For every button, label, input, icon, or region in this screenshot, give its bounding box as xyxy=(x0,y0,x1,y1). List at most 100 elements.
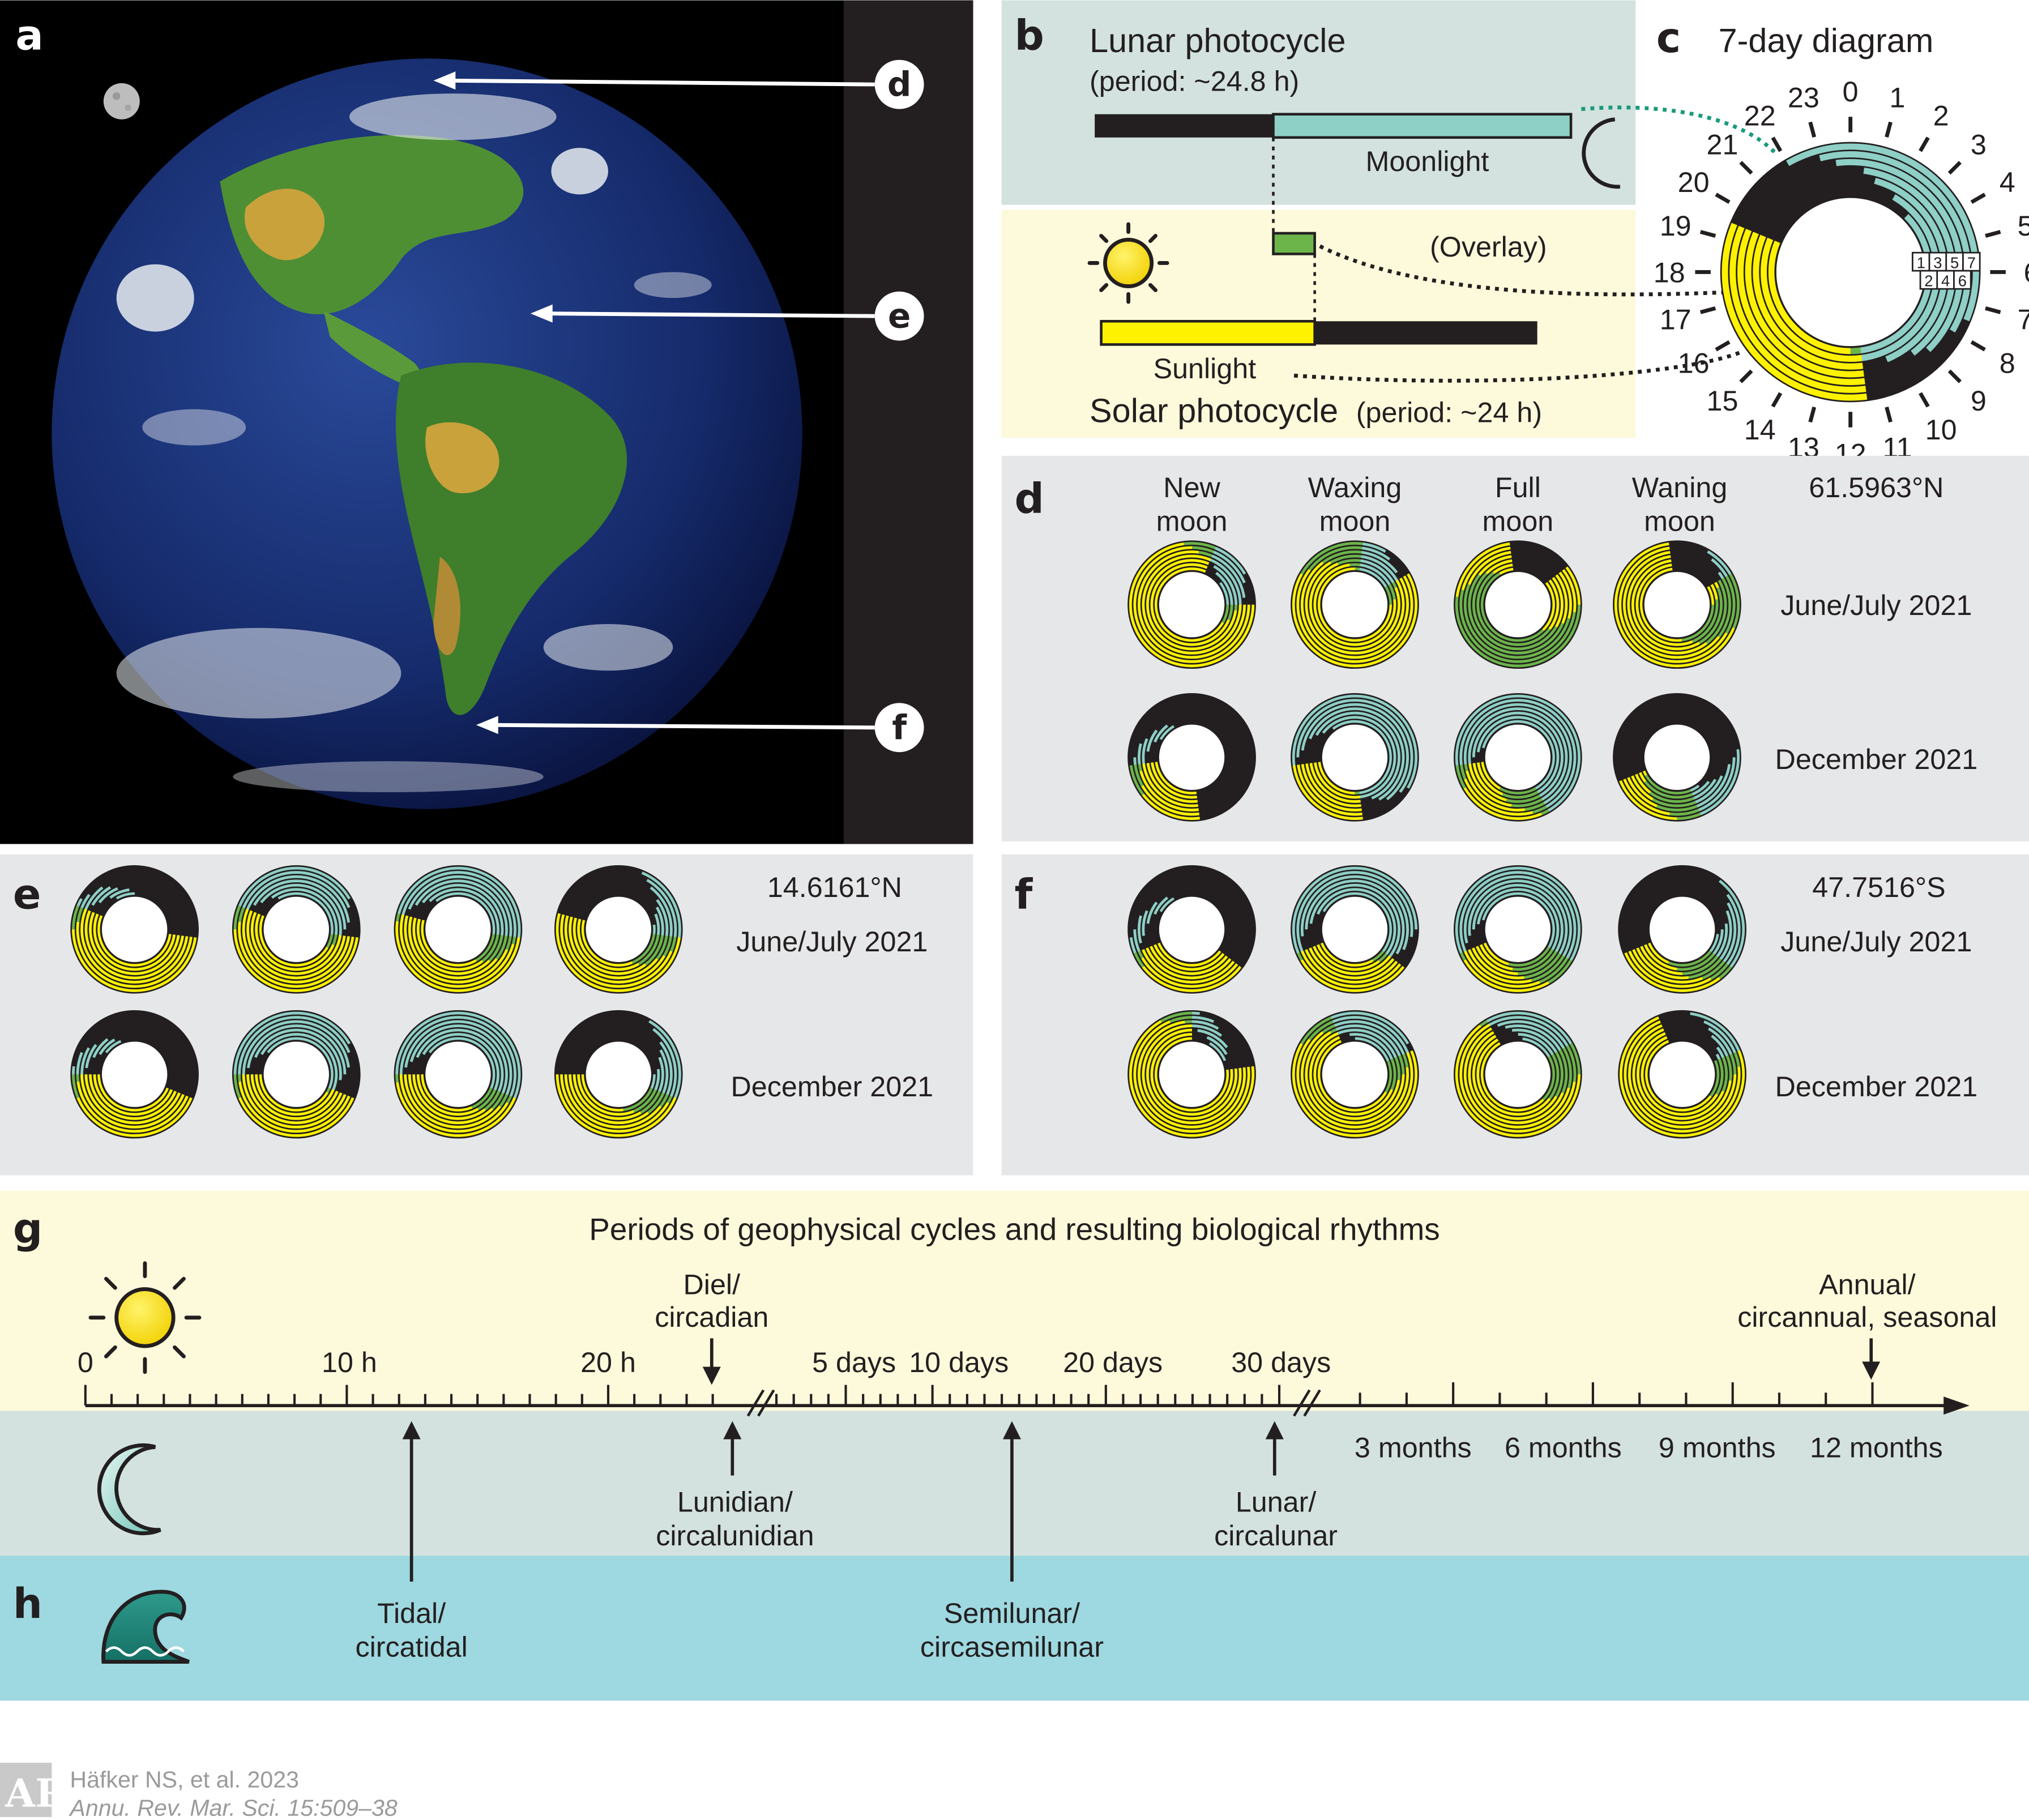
svg-text:circalunar: circalunar xyxy=(1214,1519,1338,1552)
svg-text:moon: moon xyxy=(1156,505,1228,537)
crescent-moon-icon-g xyxy=(97,1443,161,1536)
annual-reviews-logo: AR xyxy=(0,1762,68,1817)
hour-tick xyxy=(1739,369,1753,383)
scale-label-20days: 20 days xyxy=(1063,1346,1163,1378)
hour-tick xyxy=(1919,136,1930,152)
hour-tick xyxy=(1885,121,1893,138)
hour-label: 17 xyxy=(1660,304,1691,336)
callout-label-d: d xyxy=(887,66,912,105)
hour-label: 20 xyxy=(1678,166,1710,198)
moonlight-bar xyxy=(1272,113,1573,139)
hour-label: 16 xyxy=(1678,347,1710,379)
overlay-bar xyxy=(1272,232,1316,255)
svg-text:circannual, seasonal: circannual, seasonal xyxy=(1737,1301,1997,1333)
panel-d-ring-full-moon-summer xyxy=(1454,540,1582,669)
hour-label: 6 xyxy=(2024,257,2029,289)
scale-label-20h: 20 h xyxy=(580,1346,636,1378)
svg-text:moon: moon xyxy=(1644,505,1715,537)
solar-photocycle-title: Solar photocycle xyxy=(1090,392,1338,430)
panel-f-ring-new-moon-winter xyxy=(1127,1010,1256,1139)
panel-d-ring-full-moon-winter xyxy=(1454,693,1582,822)
panel-letter-a: a xyxy=(15,11,43,59)
moonlight-label: Moonlight xyxy=(1365,145,1489,177)
hour-tick xyxy=(1947,161,1962,175)
panel-e-ring-full-moon-summer xyxy=(394,865,523,994)
hour-label: 9 xyxy=(1971,384,1987,417)
hour-tick xyxy=(1699,230,1716,238)
phase-header-new: New xyxy=(1163,471,1220,503)
hour-tick xyxy=(1739,161,1753,175)
panel-b: b Lunar photocycle (period: ~24.8 h) Moo… xyxy=(1001,0,1777,438)
crescent-moon-icon xyxy=(1582,117,1621,189)
axis-break-1 xyxy=(746,1389,775,1417)
panel-e-ring-waning-moon-winter xyxy=(554,1010,683,1139)
earth-image xyxy=(52,58,802,809)
lunar-background xyxy=(1001,0,1636,205)
panel-d-ring-new-moon-summer xyxy=(1127,540,1256,669)
hour-ticks: 01234567891011121314151617181920212223 xyxy=(1654,75,2029,470)
seven-day-diagram-title: 7-day diagram xyxy=(1719,22,1934,59)
hour-label: 10 xyxy=(1925,413,1957,446)
panel-e-ring-waning-moon-summer xyxy=(554,865,683,994)
panel-f-rings xyxy=(1127,865,1746,1139)
scale-label-10days: 10 days xyxy=(909,1346,1009,1378)
hour-label: 19 xyxy=(1660,210,1691,242)
marker-annual: Annual/ circannual, seasonal xyxy=(1737,1268,1997,1380)
hour-tick xyxy=(1771,136,1783,152)
panel-d-ring-waning-moon-winter xyxy=(1613,693,1741,822)
hour-label: 21 xyxy=(1706,129,1738,161)
seven-day-ring xyxy=(1720,142,1981,403)
svg-text:circatidal: circatidal xyxy=(355,1630,467,1663)
hour-tick xyxy=(1699,306,1716,314)
phase-headers: New moon Waxing moon Full moon Waning mo… xyxy=(1156,471,1728,537)
wave-icon xyxy=(101,1590,190,1664)
svg-text:circadian: circadian xyxy=(655,1301,768,1333)
marker-lunidian: Lunidian/ circalunidian xyxy=(656,1421,814,1552)
panel-f: f 47.7516°S June/July 2021 December 2021 xyxy=(1001,854,2029,1176)
hour-label: 7 xyxy=(2018,304,2029,336)
panel-f-latitude: 47.7516°S xyxy=(1812,871,1945,903)
solar-period-label: (period: ~24 h) xyxy=(1356,396,1542,429)
hour-tick xyxy=(1970,193,1986,204)
phase-header-full: Full xyxy=(1495,471,1541,503)
hour-tick xyxy=(1771,392,1783,408)
panel-f-ring-waxing-moon-winter xyxy=(1291,1010,1419,1139)
panel-e-rings xyxy=(70,865,683,1139)
hour-label: 0 xyxy=(1843,75,1859,108)
scale-label-5days: 5 days xyxy=(812,1346,896,1378)
citation-journal: Annu. Rev. Mar. Sci. 15:509–38 xyxy=(68,1795,397,1820)
panel-f-ring-new-moon-summer xyxy=(1127,865,1256,994)
panel-e-row2-label: December 2021 xyxy=(731,1070,933,1103)
panel-e-ring-waxing-moon-summer xyxy=(232,865,361,994)
callout-label-f: f xyxy=(892,708,907,747)
svg-text:Lunar/: Lunar/ xyxy=(1236,1486,1317,1518)
hour-tick xyxy=(1985,230,2001,238)
panel-g-title: Periods of geophysical cycles and result… xyxy=(589,1212,1439,1247)
svg-text:moon: moon xyxy=(1319,505,1391,537)
callout-f: f xyxy=(476,703,924,753)
panel-letter-d: d xyxy=(1015,475,1044,523)
svg-text:Annual/: Annual/ xyxy=(1819,1268,1916,1301)
day-number: 6 xyxy=(1958,272,1967,290)
day-number: 4 xyxy=(1941,272,1950,290)
hour-label: 14 xyxy=(1744,413,1776,446)
panel-e: e 14.6161°N June/July 2021 December 2021 xyxy=(0,854,973,1176)
panel-a-callout-strip xyxy=(843,0,973,844)
panel-letter-h: h xyxy=(13,1580,42,1628)
scale-label-12months: 12 months xyxy=(1810,1432,1943,1464)
moon-photo xyxy=(103,83,140,119)
phase-header-waxing: Waxing xyxy=(1308,471,1402,503)
overlay-label: (Overlay) xyxy=(1430,230,1547,263)
panel-f-ring-full-moon-winter xyxy=(1454,1010,1582,1139)
svg-text:moon: moon xyxy=(1483,505,1554,537)
sunlight-label: Sunlight xyxy=(1154,352,1257,384)
panel-letter-g: g xyxy=(13,1204,42,1253)
citation: AR Häfker NS, et al. 2023 Annu. Rev. Mar… xyxy=(0,1762,398,1820)
period-axis xyxy=(84,1382,1970,1417)
svg-text:circalunidian: circalunidian xyxy=(656,1519,814,1552)
hour-label: 8 xyxy=(2000,347,2015,379)
day-number: 5 xyxy=(1950,254,1959,272)
moonlight-connector xyxy=(1581,105,1777,155)
